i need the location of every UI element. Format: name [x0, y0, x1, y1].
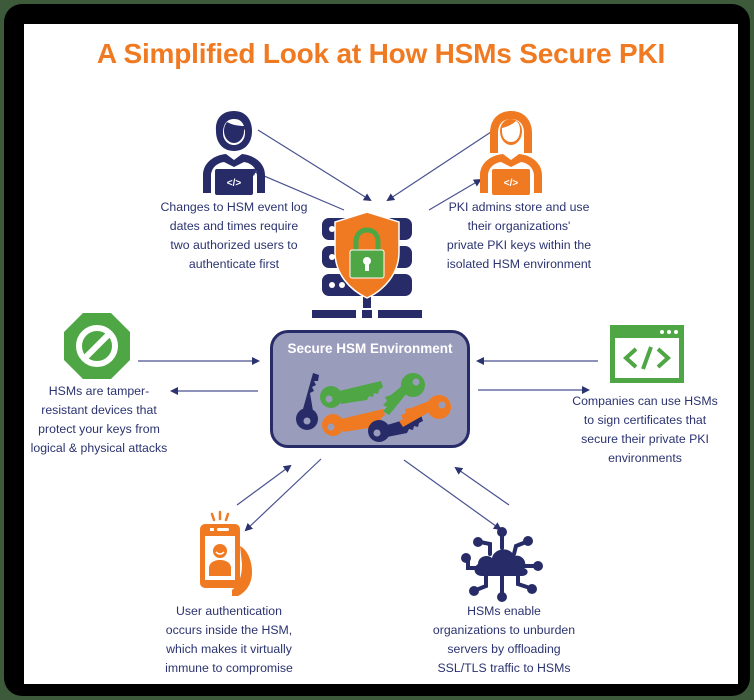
developer-male-icon: </>	[203, 111, 265, 195]
caption-code-signing: Companies can use HSMs to sign certifica…	[572, 394, 718, 465]
caption-admin-dual-auth: Changes to HSM event log dates and times…	[160, 200, 308, 271]
connector-arrows	[138, 129, 598, 532]
phone-user-icon	[200, 510, 252, 596]
caption-tamper-resistant: HSMs are tamper- resistant devices that …	[30, 384, 168, 455]
keys-icon	[296, 373, 451, 442]
caption-pki-admins: PKI admins store and use their organizat…	[446, 200, 592, 271]
secure-hsm-environment-box: Secure HSM Environment	[270, 330, 470, 448]
caption-user-auth: User authentication occurs inside the HS…	[165, 604, 293, 675]
cloud-network-icon	[461, 527, 543, 602]
image-frame: A Simplified Look at How HSMs Secure PKI	[4, 4, 750, 696]
diagram-canvas: A Simplified Look at How HSMs Secure PKI	[24, 24, 738, 684]
caption-ssl-offload: HSMs enable organizations to unburden se…	[432, 604, 576, 675]
hsm-environment-label: Secure HSM Environment	[287, 341, 453, 356]
diagram-title: A Simplified Look at How HSMs Secure PKI	[96, 38, 666, 69]
svg-text:</>: </>	[227, 178, 242, 189]
developer-female-icon: </>	[480, 111, 542, 195]
stop-prohibited-icon	[64, 313, 130, 379]
svg-text:</>: </>	[504, 178, 519, 189]
server-shield-lock-icon	[312, 211, 422, 318]
code-window-icon	[610, 325, 684, 383]
